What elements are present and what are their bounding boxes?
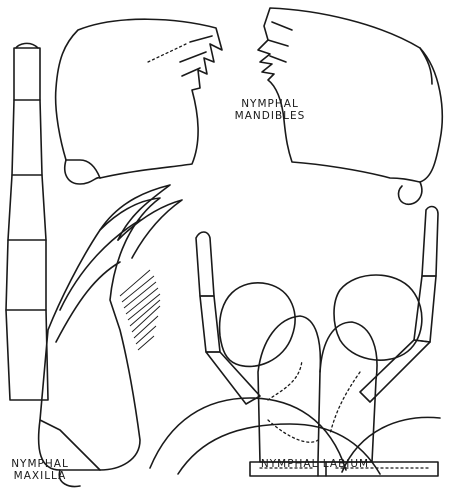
maxilla-label-line2: MAXILLA <box>0 470 80 482</box>
maxilla <box>6 43 182 486</box>
mandibles-label-line1: NYMPHAL <box>210 98 330 110</box>
labium-label: NYMPHAL LABIUM <box>235 458 395 470</box>
labium-label-text: NYMPHAL LABIUM <box>235 458 395 470</box>
left-mandible <box>56 19 222 184</box>
setae-hatching <box>120 270 160 350</box>
maxilla-label-line1: NYMPHAL <box>0 458 80 470</box>
mandibles-label: NYMPHAL MANDIBLES <box>210 98 330 122</box>
labium <box>150 207 440 476</box>
maxilla-label: NYMPHAL MAXILLA <box>0 458 80 482</box>
mandibles-label-line2: MANDIBLES <box>210 110 330 122</box>
